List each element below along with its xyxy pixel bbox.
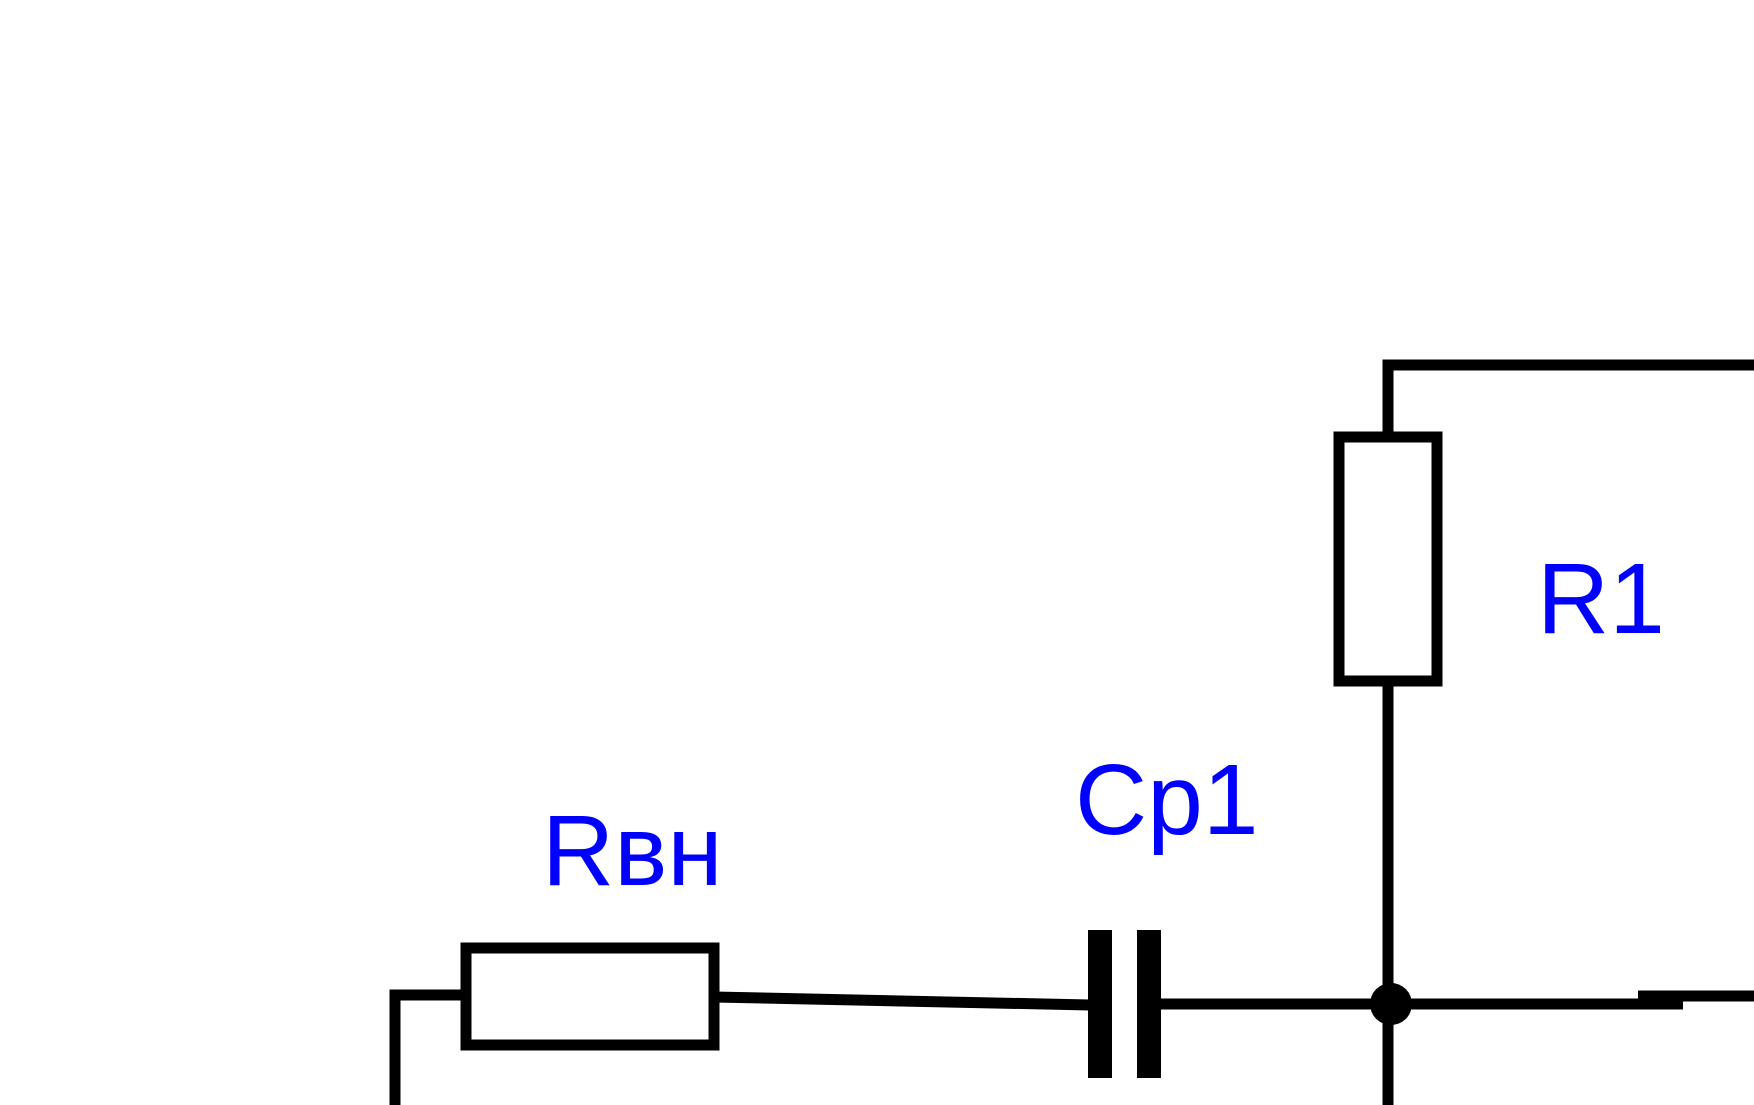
label-r-internal: Rвн [542, 795, 723, 907]
resistor-r1 [1333, 431, 1443, 687]
wire-rvn-to-cp1 [713, 991, 1091, 1011]
supply-rail-wire [1382, 359, 1754, 437]
resistor-rvn [460, 942, 720, 1051]
label-r1: R1 [1537, 543, 1665, 655]
capacitor-cp1-plate-right [1137, 930, 1161, 1078]
source-lead-wire [389, 989, 466, 1105]
capacitor-cp1-plate-left [1088, 930, 1112, 1078]
label-cp1: Cp1 [1075, 744, 1258, 856]
